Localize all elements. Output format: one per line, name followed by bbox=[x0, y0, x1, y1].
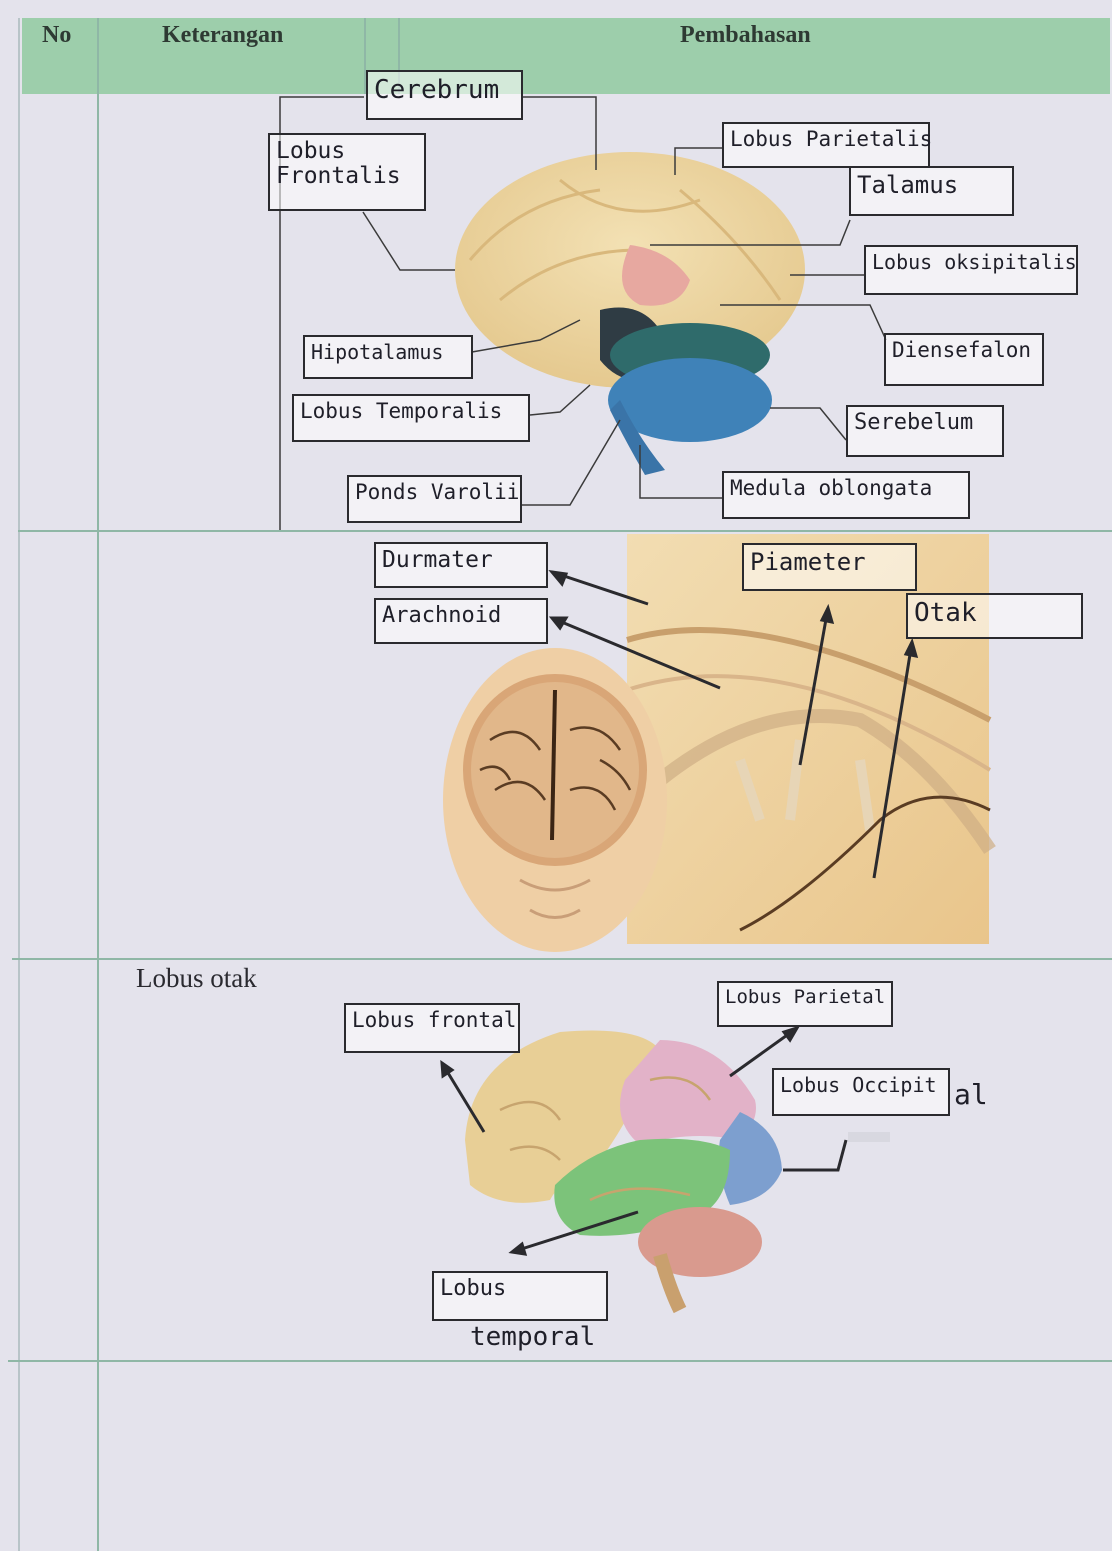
label-ponds-varolii: Ponds Varolii bbox=[347, 475, 522, 523]
label-lobus-occipital: Lobus Occipit bbox=[772, 1068, 950, 1116]
label-durmater: Durmater bbox=[374, 542, 548, 588]
label-lobus-parietal: Lobus Parietal bbox=[717, 981, 893, 1027]
label-cerebrum: Cerebrum bbox=[366, 70, 523, 120]
label-lobus-frontal: Lobus frontal bbox=[344, 1003, 520, 1053]
label-lobus-frontalis: Lobus Frontalis bbox=[268, 133, 426, 211]
label-diensefalon: Diensefalon bbox=[884, 333, 1044, 386]
label-lobus-parietalis: Lobus Parietalis bbox=[722, 122, 930, 168]
small-watermark-box bbox=[848, 1132, 890, 1142]
section-title-lobus-otak: Lobus otak bbox=[136, 963, 257, 994]
label-talamus: Talamus bbox=[849, 166, 1014, 216]
label-lobus-temporal: Lobus bbox=[432, 1271, 608, 1321]
label-piameter: Piameter bbox=[742, 543, 917, 591]
label-lobus-frontalis-line1: Lobus bbox=[276, 139, 418, 164]
label-lobus-frontalis-line2: Frontalis bbox=[276, 164, 418, 189]
label-otak: Otak bbox=[906, 593, 1083, 639]
label-medula-oblongata: Medula oblongata bbox=[722, 471, 970, 519]
label-serebelum: Serebelum bbox=[846, 405, 1004, 457]
label-hipotalamus: Hipotalamus bbox=[303, 335, 473, 379]
label-lobus-temporalis: Lobus Temporalis bbox=[292, 394, 530, 442]
label-lobus-oksipitalis: Lobus oksipitalis bbox=[864, 245, 1078, 295]
label-arachnoid: Arachnoid bbox=[374, 598, 548, 644]
label-lobus-occipital-suffix: al bbox=[954, 1078, 988, 1111]
label-lobus-temporal-line2: temporal bbox=[470, 1322, 595, 1352]
